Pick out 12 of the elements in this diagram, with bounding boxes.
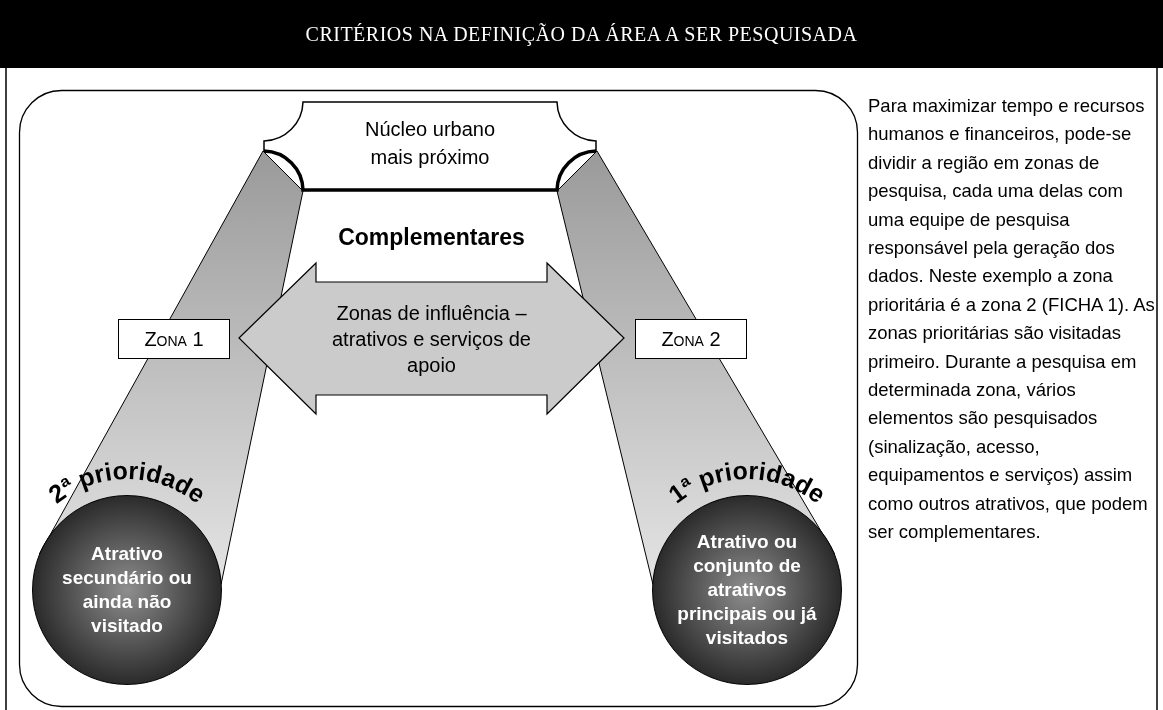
zone-box: Zona 1 bbox=[118, 319, 230, 359]
description-text: Para maximizar tempo e recursos humanos e financeiros, pode-se dividir a região em zonas de pesquisa, cada uma delas com uma equipe de pesquisa responsável pela geração dos dados. Neste exemplo a zona prioritária é a zona 2 (FICHA 1). As zonas prioritárias são visitadas primeiro. Durante a pesquisa em determinada zona, vários elementos são pesquisados (sinalização, acesso, equipamentos e serviços) assim como outros atrativos, que podem ser complementares. bbox=[868, 94, 1156, 545]
nucleus-box bbox=[263, 101, 597, 191]
arrow-label: Zonas de influência – atrativos e serviços de apoio bbox=[331, 301, 532, 378]
priority-label: 2ª prioridade bbox=[43, 455, 211, 509]
heading: Complementares bbox=[337, 224, 526, 251]
priority-label: 1ª prioridade bbox=[663, 455, 831, 509]
circle-label: Atrativo ou conjunto de atrativos principais ou já visitados bbox=[676, 530, 818, 650]
title-bar: CRITÉRIOS NA DEFINIÇÃO DA ÁREA A SER PESQUISADA bbox=[0, 0, 1163, 68]
zone-box: Zona 2 bbox=[635, 319, 747, 359]
circle-label: Atrativo secundário ou ainda não visitado bbox=[61, 542, 193, 638]
node-label: Núcleo urbano mais próximo bbox=[363, 117, 497, 170]
